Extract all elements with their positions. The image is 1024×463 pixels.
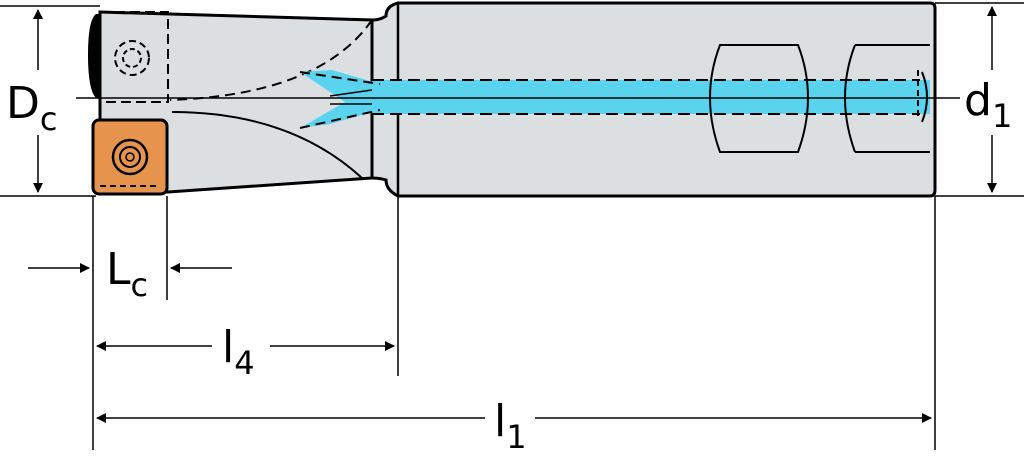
d1-label: d1 — [964, 75, 1012, 135]
insert-screw — [111, 138, 149, 176]
l4-subscript: 4 — [234, 344, 254, 382]
l1-label: l1 — [494, 396, 527, 456]
coolant-channels — [299, 70, 930, 129]
lc-subscript: c — [131, 266, 149, 304]
lc-symbol: L — [106, 244, 131, 295]
flute-hidden-line — [169, 19, 373, 101]
l4-symbol: l — [222, 322, 234, 373]
dimension-lines — [0, 2, 1024, 450]
lc-label: Lc — [106, 244, 148, 304]
d1-symbol: d — [964, 75, 992, 126]
dc-symbol: D — [6, 78, 40, 129]
l4-label: l4 — [222, 322, 255, 382]
l1-subscript: 1 — [506, 418, 526, 456]
clamping-flats — [709, 44, 930, 153]
d1-subscript: 1 — [992, 97, 1012, 135]
cutting-insert — [91, 118, 169, 196]
dc-label: Dc — [6, 78, 57, 138]
upper-insert-edge — [88, 14, 100, 98]
dc-subscript: c — [40, 100, 58, 138]
l1-symbol: l — [494, 396, 506, 447]
flute-edge-line — [171, 111, 363, 179]
